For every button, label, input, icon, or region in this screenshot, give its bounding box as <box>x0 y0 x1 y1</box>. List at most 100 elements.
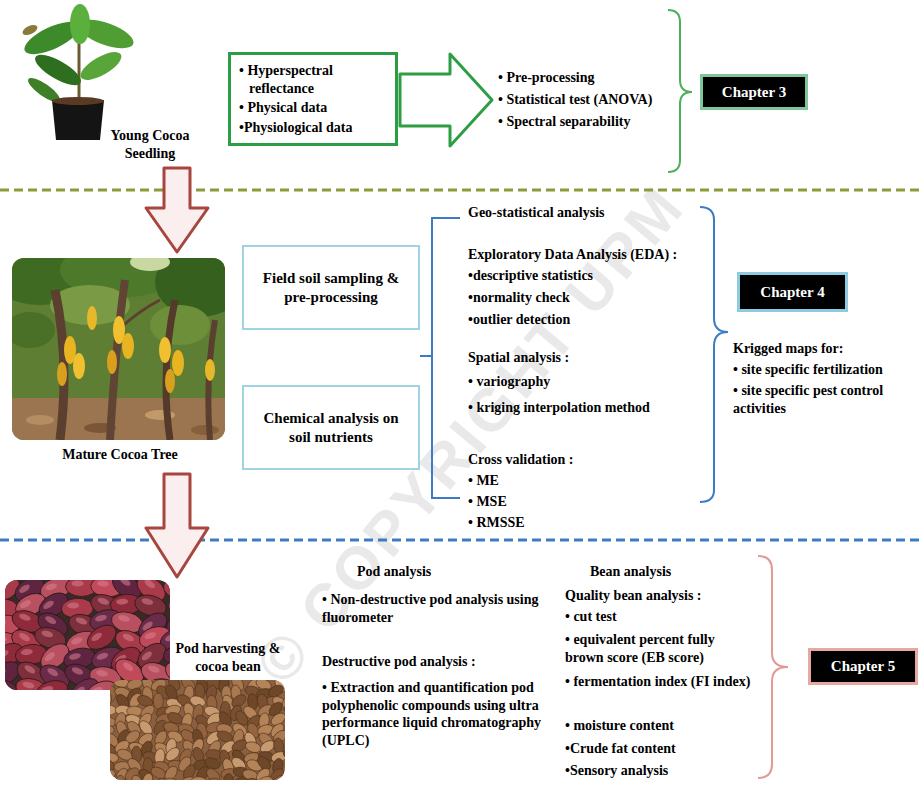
input-data-box: • Hyperspectral reflectance• Physical da… <box>228 52 398 146</box>
seedling-photo <box>20 4 137 140</box>
cocoa-pod-photo <box>5 649 10 660</box>
cocoa-pod-photo <box>5 679 17 690</box>
bullet-item-holder: •normality check <box>468 289 708 307</box>
cocoa-pod-photo <box>68 652 81 661</box>
cocoa-pod-photo <box>5 667 7 678</box>
seedling-photo <box>70 4 90 44</box>
cocoa-tree-photo <box>12 398 225 440</box>
section-heading-holder: Destructive pod analysis : <box>322 653 550 671</box>
chapter-label: Chapter 3 <box>709 83 799 102</box>
box-text: Chemical analysis on soil nutrients <box>254 409 408 447</box>
chapter-box: Chapter 3 <box>700 74 808 110</box>
cocoa-pod-photo <box>5 580 170 690</box>
cocoa-tree-photo <box>73 353 85 379</box>
section-heading-holder: Bean analysis <box>590 563 755 581</box>
cocoa-pod-photo <box>117 614 130 623</box>
bullet-item: •Sensory analysis <box>565 762 755 780</box>
seedling-photo <box>78 36 81 101</box>
cocoa-pod-photo <box>66 673 104 690</box>
cocoa-pod-photo <box>140 650 153 662</box>
cocoa-pod-photo <box>5 619 6 626</box>
cocoa-tree-photo <box>122 333 134 359</box>
bullet-item-holder: • Extraction and quantification pod poly… <box>322 679 552 749</box>
section-heading-holder: Geo-statistical analysis <box>468 204 708 222</box>
cocoa-tree-photo <box>172 350 184 376</box>
cocoa-pod-photo <box>169 581 170 590</box>
bullet-item-holder: • cut test <box>565 608 755 626</box>
section-heading: Bean analysis <box>590 563 755 581</box>
bullet-item: • variography <box>468 373 708 391</box>
bullet-item: • MSE <box>468 493 708 511</box>
cocoa-pod-photo <box>96 669 109 677</box>
bullet-item: • site specific pest control activities <box>733 382 919 417</box>
section-heading-holder: Krigged maps for: <box>733 340 919 358</box>
cocoa-bean-photo <box>282 748 285 763</box>
box-text: Field soil sampling & pre-processing <box>254 269 408 307</box>
cocoa-pod-photo <box>42 599 55 611</box>
cocoa-pod-photo <box>23 664 36 676</box>
cocoa-bean-photo <box>141 772 155 780</box>
section-heading-holder: Pod analysis <box>357 563 537 581</box>
bullet-item: • cut test <box>565 608 755 626</box>
cocoa-tree-photo <box>57 362 67 386</box>
bullet-item: • kriging interpolation method <box>468 399 708 417</box>
bullet-item: • fermentation index (FI index) <box>565 673 755 691</box>
section-heading: Quality bean analysis : <box>565 587 755 605</box>
cocoa-bean-photo <box>110 769 116 780</box>
cocoa-pod-photo <box>97 596 110 606</box>
cocoa-pod-photo <box>5 583 7 594</box>
cocoa-bean-photo <box>110 680 285 780</box>
seedling-photo <box>52 100 104 140</box>
photo-caption-holder: Young Cocoa Seedling <box>100 127 200 162</box>
bullet-item: • ME <box>468 472 708 490</box>
cocoa-pod-photo <box>45 582 58 591</box>
process-box: Field soil sampling & pre-processing <box>242 245 420 330</box>
bullet-item: •Crude fat content <box>565 740 755 758</box>
cocoa-pod-photo <box>161 580 170 603</box>
cocoa-pod-photo <box>169 650 170 657</box>
process-box: Chemical analysis on soil nutrients <box>242 385 420 470</box>
cocoa-pod-photo <box>116 598 128 605</box>
bullet-item: • Pre-processing <box>498 69 673 87</box>
cocoa-pod-photo <box>122 661 135 673</box>
cocoa-pod-photo <box>66 673 104 690</box>
block-arrow <box>146 474 208 577</box>
bullet-item: •outlier detection <box>468 311 708 329</box>
box-text: •Physiological data <box>239 119 387 137</box>
section-heading-holder: Exploratory Data Analysis (EDA) : <box>468 246 708 264</box>
cocoa-pod-photo <box>44 615 57 626</box>
bullet-item: • Spectral separability <box>498 113 673 131</box>
bullet-item-holder: • equivalent percent fully brown score (… <box>565 631 755 666</box>
chapter-label: Chapter 4 <box>746 283 839 302</box>
seedling-photo <box>77 47 126 86</box>
bullet-item-holder: • Statistical test (ANOVA) <box>498 91 673 109</box>
box-text: • Physical data <box>239 99 387 117</box>
bullet-item: •normality check <box>468 289 708 307</box>
section-heading-holder: Spatial analysis : <box>468 349 708 367</box>
bullet-item: • RMSSE <box>468 514 708 532</box>
bullet-item: • moisture content <box>565 717 755 735</box>
cocoa-bean-photo <box>202 776 221 780</box>
cocoa-pod-photo <box>41 685 54 690</box>
bullet-item-holder: •outlier detection <box>468 311 708 329</box>
cocoa-bean-photo <box>163 776 181 780</box>
cocoa-pod-photo <box>119 580 132 587</box>
cocoa-pod-photo <box>46 667 59 678</box>
photo-caption: Mature Cocoa Tree <box>30 446 210 464</box>
cocoa-tree-photo <box>12 312 55 348</box>
cocoa-pod-photo <box>90 631 103 643</box>
cocoa-pod-photo <box>67 602 79 608</box>
cocoa-pod-photo <box>18 612 31 622</box>
cocoa-tree-photo <box>205 359 215 381</box>
cocoa-bean-photo <box>114 775 126 780</box>
cocoa-bean-photo <box>244 740 262 754</box>
bullet-item: • Extraction and quantification pod poly… <box>322 679 552 749</box>
photo-caption: Young Cocoa Seedling <box>100 127 200 162</box>
bullet-item-holder: • variography <box>468 373 708 391</box>
bullet-item-holder: • site specific pest control activities <box>733 382 919 417</box>
cocoa-bean-photo <box>153 693 163 709</box>
cocoa-pod-photo <box>19 599 32 610</box>
cocoa-bean-photo <box>284 768 285 780</box>
